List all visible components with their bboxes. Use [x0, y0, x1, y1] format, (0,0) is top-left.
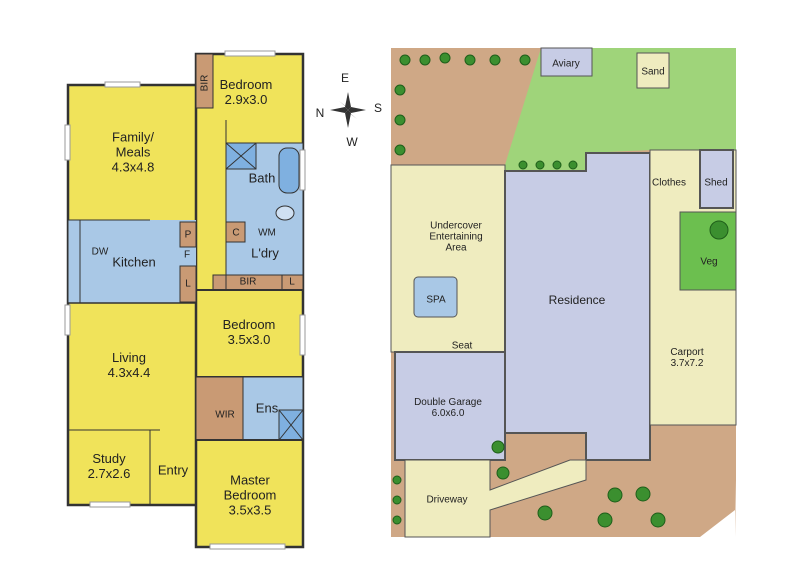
compass-w: W [346, 135, 358, 149]
site-label-sand: Sand [641, 66, 665, 78]
site-label-shed: Shed [704, 177, 728, 189]
room-label-entry: Entry [157, 462, 189, 478]
fixture-dishwasher: DW [91, 246, 109, 258]
room-label-kitchen: Kitchen [112, 254, 156, 270]
site-label-veg: Veg [700, 256, 718, 268]
site-label-aviary: Aviary [552, 58, 580, 70]
room-label-bath: Bath [248, 170, 276, 186]
fixture-cupboard: C [232, 227, 240, 239]
fixture-linen-2: L [289, 276, 295, 288]
site-label-seat: Seat [451, 340, 473, 352]
room-label-wir: WIR [215, 409, 235, 421]
fixture-bir-top: BIR [199, 74, 211, 92]
site-label-clothes: Clothes [652, 177, 686, 189]
fixture-linen-1: L [185, 278, 191, 290]
site-label-spa: SPA [426, 294, 446, 306]
fixture-bir-mid: BIR [239, 276, 257, 288]
compass-rose-icon [330, 92, 366, 128]
fixture-washing-machine: WM [258, 227, 276, 239]
floor-plan [64, 50, 306, 550]
room-label-ensuite: Ens [255, 400, 279, 416]
compass-s: S [373, 101, 383, 115]
fixture-fridge: F [183, 249, 191, 261]
site-label-residence: Residence [548, 293, 606, 307]
compass-e: E [340, 71, 350, 85]
compass-n: N [315, 106, 325, 120]
room-label-laundry: L'dry [251, 245, 279, 261]
site-plan [390, 47, 737, 538]
fixture-pantry: P [184, 229, 192, 241]
site-label-driveway: Driveway [426, 494, 468, 506]
